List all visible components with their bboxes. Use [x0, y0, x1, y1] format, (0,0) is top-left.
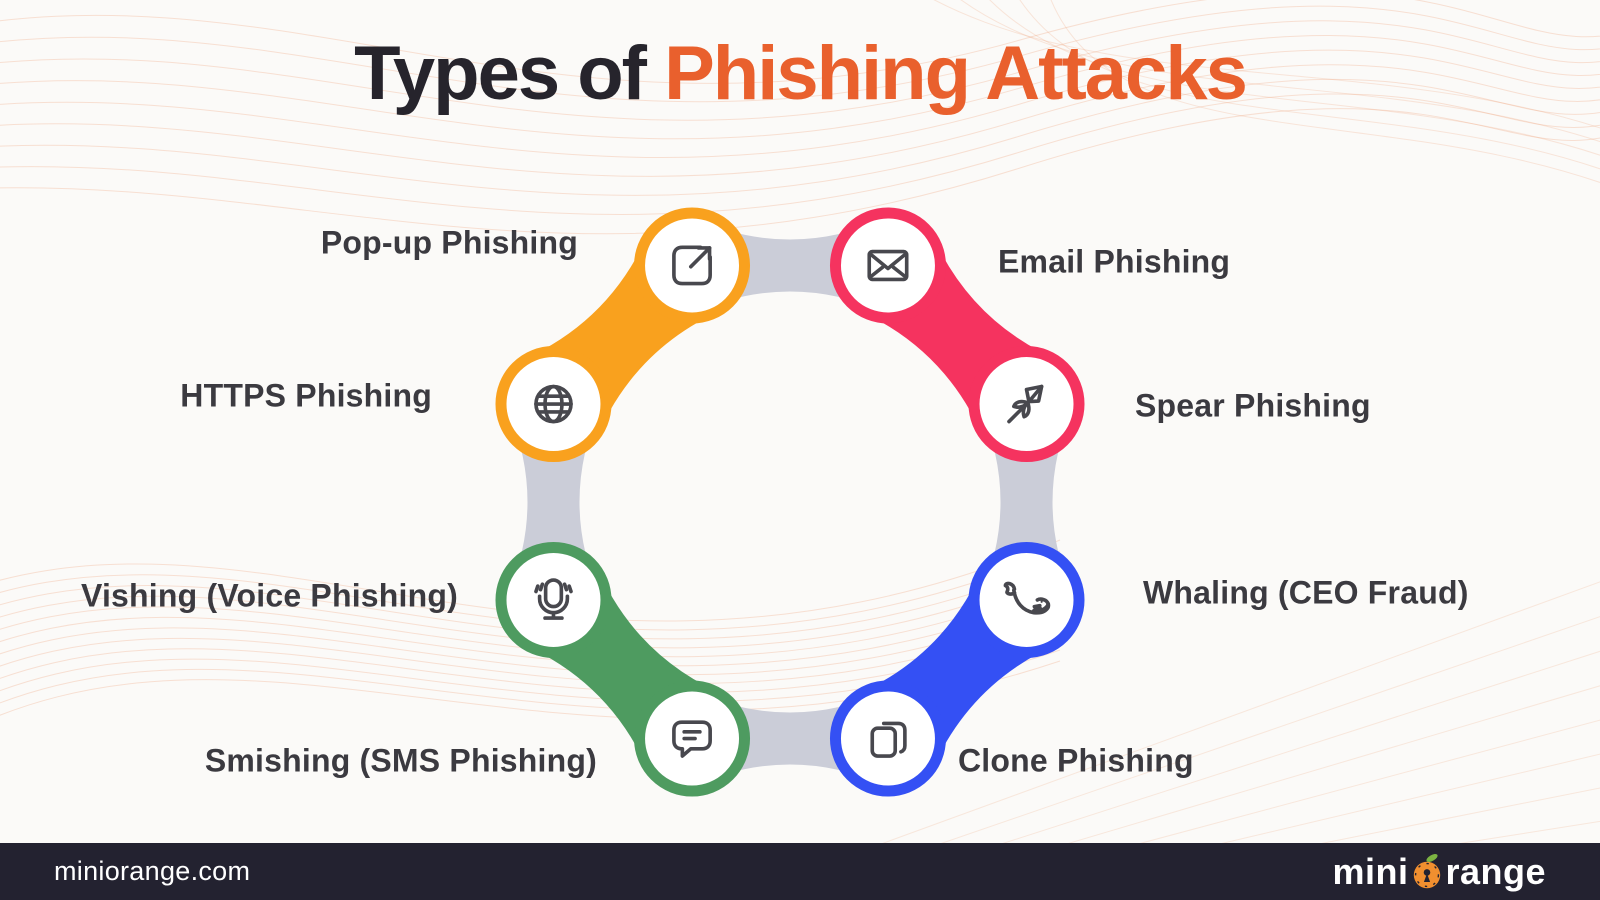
- label-whaling: Whaling (CEO Fraud): [1143, 574, 1469, 611]
- whale-icon: [1003, 581, 1051, 615]
- wave-line: [0, 49, 1600, 158]
- label-smishing: Smishing (SMS Phishing): [204, 742, 597, 779]
- wave-line: [0, 78, 1600, 196]
- label-spear: Spear Phishing: [1135, 387, 1371, 424]
- wave-line: [0, 550, 1061, 631]
- node-popup: [634, 207, 751, 324]
- wave-line: [0, 627, 1061, 694]
- wave-line: [0, 638, 1061, 703]
- globe-icon: [534, 384, 573, 424]
- wave-line: [0, 594, 1061, 667]
- node-smishing: [634, 680, 751, 797]
- page-title: Types of Phishing Attacks: [0, 30, 1600, 117]
- wave-line: [0, 20, 1600, 121]
- miniorange-logo: mini range: [1332, 851, 1546, 893]
- wave-line: [0, 108, 1600, 235]
- wave-line: [0, 605, 1061, 676]
- node-vishing: [495, 541, 612, 658]
- node-circle-whaling: [968, 541, 1085, 658]
- footer-bar: miniorange.com mini range: [0, 843, 1600, 900]
- chat-bubble-icon: [672, 720, 712, 758]
- node-circle-vishing: [495, 541, 612, 658]
- wave-line: [0, 0, 1600, 84]
- logo-text-range: range: [1445, 850, 1546, 892]
- wave-line: [989, 0, 1600, 156]
- logo-text-mini: mini: [1332, 850, 1409, 892]
- node-circle-email: [829, 207, 946, 324]
- footer-website: miniorange.com: [54, 856, 251, 886]
- wave-line: [0, 561, 1061, 640]
- wave-line: [0, 616, 1061, 685]
- wave-line: [960, 0, 1600, 143]
- node-spear: [968, 346, 1085, 463]
- wave-line: [1019, 0, 1600, 170]
- microphone-icon: [534, 578, 573, 620]
- node-circle-clone: [829, 680, 946, 797]
- node-whaling: [968, 541, 1085, 658]
- wave-line: [0, 572, 1061, 649]
- label-email: Email Phishing: [998, 243, 1231, 280]
- wave-line: [0, 35, 1600, 140]
- wave-line: [0, 5, 1600, 103]
- copy-icon: [870, 721, 907, 758]
- title-prefix: Types of: [354, 31, 665, 116]
- wave-line: [0, 583, 1061, 658]
- wave-line: [0, 93, 1600, 215]
- label-https: HTTPS Phishing: [180, 377, 432, 414]
- node-https: [495, 346, 612, 463]
- node-email: [829, 207, 946, 324]
- node-clone: [829, 680, 946, 797]
- wave-line: [1050, 0, 1600, 183]
- title-highlight: Phishing Attacks: [664, 31, 1248, 116]
- label-popup: Pop-up Phishing: [320, 224, 578, 261]
- wave-line: [0, 539, 1061, 622]
- envelope-icon: [867, 249, 909, 282]
- orange-keyhole-icon: [1414, 853, 1441, 888]
- label-clone: Clone Phishing: [958, 742, 1194, 779]
- wave-line: [0, 64, 1600, 177]
- wave-line: [933, 0, 1600, 129]
- label-vishing: Vishing (Voice Phishing): [81, 577, 458, 614]
- external-link-icon: [672, 245, 712, 286]
- spear-icon: [1007, 384, 1044, 424]
